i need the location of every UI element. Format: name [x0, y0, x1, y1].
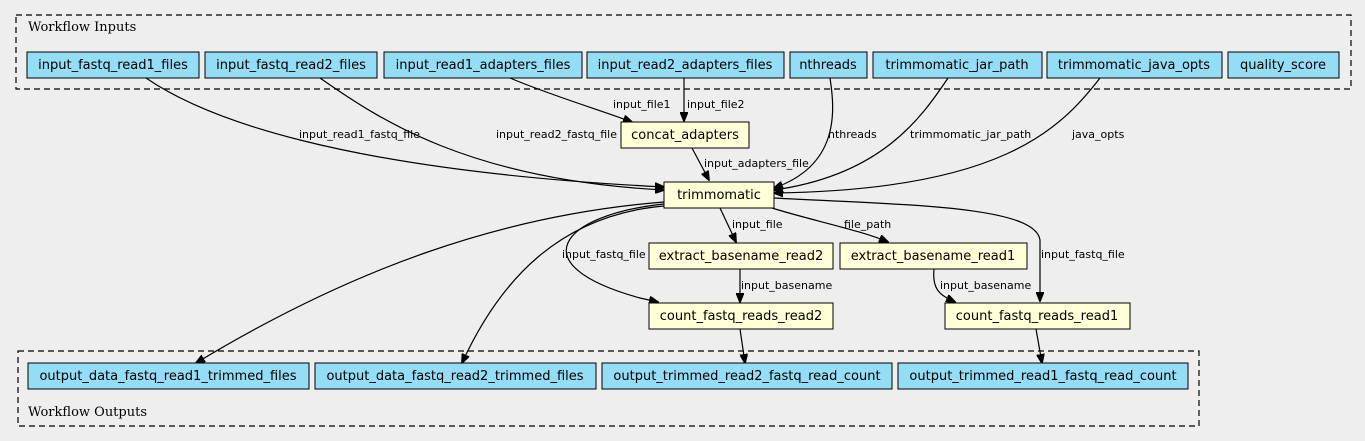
edge-trimmomatic-to-extract1	[771, 207, 888, 242]
input-node-trimmomatic-java-opts[interactable]: trimmomatic_java_opts	[1046, 51, 1223, 79]
edge-read1-to-trimmomatic	[145, 77, 664, 187]
input-node-fastq-read2[interactable]: input_fastq_read2_files	[204, 51, 378, 79]
step-extract-basename-read1[interactable]: extract_basename_read1	[839, 242, 1028, 270]
input-node-nthreads[interactable]: nthreads	[789, 51, 868, 79]
step-label: extract_basename_read2	[659, 249, 824, 264]
input-node-trimmomatic-jar-path[interactable]: trimmomatic_jar_path	[872, 51, 1043, 79]
input-node-label: quality_score	[1240, 58, 1326, 73]
output-node-read1-read-count[interactable]: output_trimmed_read1_fastq_read_count	[897, 362, 1189, 390]
edge-label-nthreads: nthreads	[828, 128, 877, 141]
workflow-outputs-label: Workflow Outputs	[28, 405, 147, 420]
edge-label-input-adapters-file: input_adapters_file	[704, 157, 809, 170]
edge-label-java-opts: java_opts	[1071, 128, 1125, 141]
output-node-label: output_data_fastq_read2_trimmed_files	[326, 369, 583, 384]
output-node-read2-read-count[interactable]: output_trimmed_read2_fastq_read_count	[601, 362, 893, 390]
edge-trimmomatic-to-out2	[462, 205, 665, 363]
step-label: concat_adapters	[631, 128, 739, 143]
edge-label-trimmomatic-jar-path: trimmomatic_jar_path	[910, 128, 1031, 141]
edge-label-input-file1: input_file1	[613, 98, 671, 111]
output-node-read2-trimmed-files[interactable]: output_data_fastq_read2_trimmed_files	[314, 362, 597, 390]
edge-label-input-file: input_file	[732, 218, 783, 231]
output-node-label: output_data_fastq_read1_trimmed_files	[39, 369, 296, 384]
edge-label-input-read2-fastq-file: input_read2_fastq_file	[496, 128, 617, 141]
edge-label-input-read1-fastq-file: input_read1_fastq_file	[299, 128, 420, 141]
edge-trimmomatic-to-count2	[565, 203, 665, 302]
edge-trimmomatic-to-extract2	[719, 207, 736, 242]
edge-nthreads-to-trimmomatic	[774, 77, 834, 188]
step-count-fastq-reads-read2[interactable]: count_fastq_reads_read2	[648, 302, 834, 330]
input-node-label: input_fastq_read1_files	[38, 58, 188, 73]
edge-javaopts-to-trimmomatic	[774, 77, 1101, 193]
edge-label-input-basename-right: input_basename	[940, 279, 1031, 292]
output-node-label: output_trimmed_read2_fastq_read_count	[613, 369, 880, 384]
input-node-fastq-read1[interactable]: input_fastq_read1_files	[26, 51, 200, 79]
edge-jar-to-trimmomatic	[774, 77, 949, 190]
edge-extract1-to-count1	[933, 268, 955, 302]
input-node-label: nthreads	[799, 58, 857, 73]
step-label: count_fastq_reads_read2	[660, 309, 822, 324]
step-trimmomatic[interactable]: trimmomatic	[663, 181, 775, 209]
step-label: extract_basename_read1	[851, 249, 1016, 264]
edge-concat-to-trimmomatic	[691, 147, 709, 180]
step-label: trimmomatic	[677, 188, 761, 203]
step-label: count_fastq_reads_read1	[956, 309, 1118, 324]
input-node-label: trimmomatic_jar_path	[885, 58, 1028, 73]
workflow-inputs-label: Workflow Inputs	[28, 20, 136, 35]
edge-label-file-path: file_path	[844, 218, 891, 231]
input-node-read1-adapters[interactable]: input_read1_adapters_files	[383, 51, 583, 79]
input-node-quality-score[interactable]: quality_score	[1227, 51, 1340, 79]
edge-label-input-basename-left: input_basename	[741, 279, 832, 292]
input-node-label: input_read1_adapters_files	[396, 58, 571, 73]
edge-trimmomatic-to-out1	[196, 201, 665, 363]
input-node-label: trimmomatic_java_opts	[1058, 58, 1210, 73]
step-count-fastq-reads-read1[interactable]: count_fastq_reads_read1	[944, 302, 1131, 330]
step-concat-adapters[interactable]: concat_adapters	[620, 121, 750, 149]
workflow-inputs-cluster	[15, 14, 1352, 90]
workflow-outputs-cluster	[17, 350, 1200, 427]
edge-label-input-fastq-file-right: input_fastq_file	[1041, 248, 1125, 261]
edge-labels: input_file1 input_file2 input_read1_fast…	[299, 98, 1125, 292]
output-node-read1-trimmed-files[interactable]: output_data_fastq_read1_trimmed_files	[27, 362, 310, 390]
edge-count2-to-out3	[739, 328, 745, 363]
output-node-label: output_trimmed_read1_fastq_read_count	[909, 369, 1176, 384]
input-node-read2-adapters[interactable]: input_read2_adapters_files	[586, 51, 785, 79]
edge-label-input-fastq-file-left: input_fastq_file	[562, 248, 646, 261]
edge-count1-to-out4	[1035, 328, 1042, 363]
input-node-label: input_fastq_read2_files	[216, 58, 366, 73]
edge-adapters1-to-concat	[509, 77, 632, 122]
edges	[145, 77, 1101, 363]
edge-trimmomatic-to-count1	[773, 197, 1040, 301]
step-extract-basename-read2[interactable]: extract_basename_read2	[648, 242, 834, 270]
input-node-label: input_read2_adapters_files	[598, 58, 773, 73]
edge-read2-to-trimmomatic	[319, 77, 664, 190]
edge-label-input-file2: input_file2	[687, 98, 745, 111]
